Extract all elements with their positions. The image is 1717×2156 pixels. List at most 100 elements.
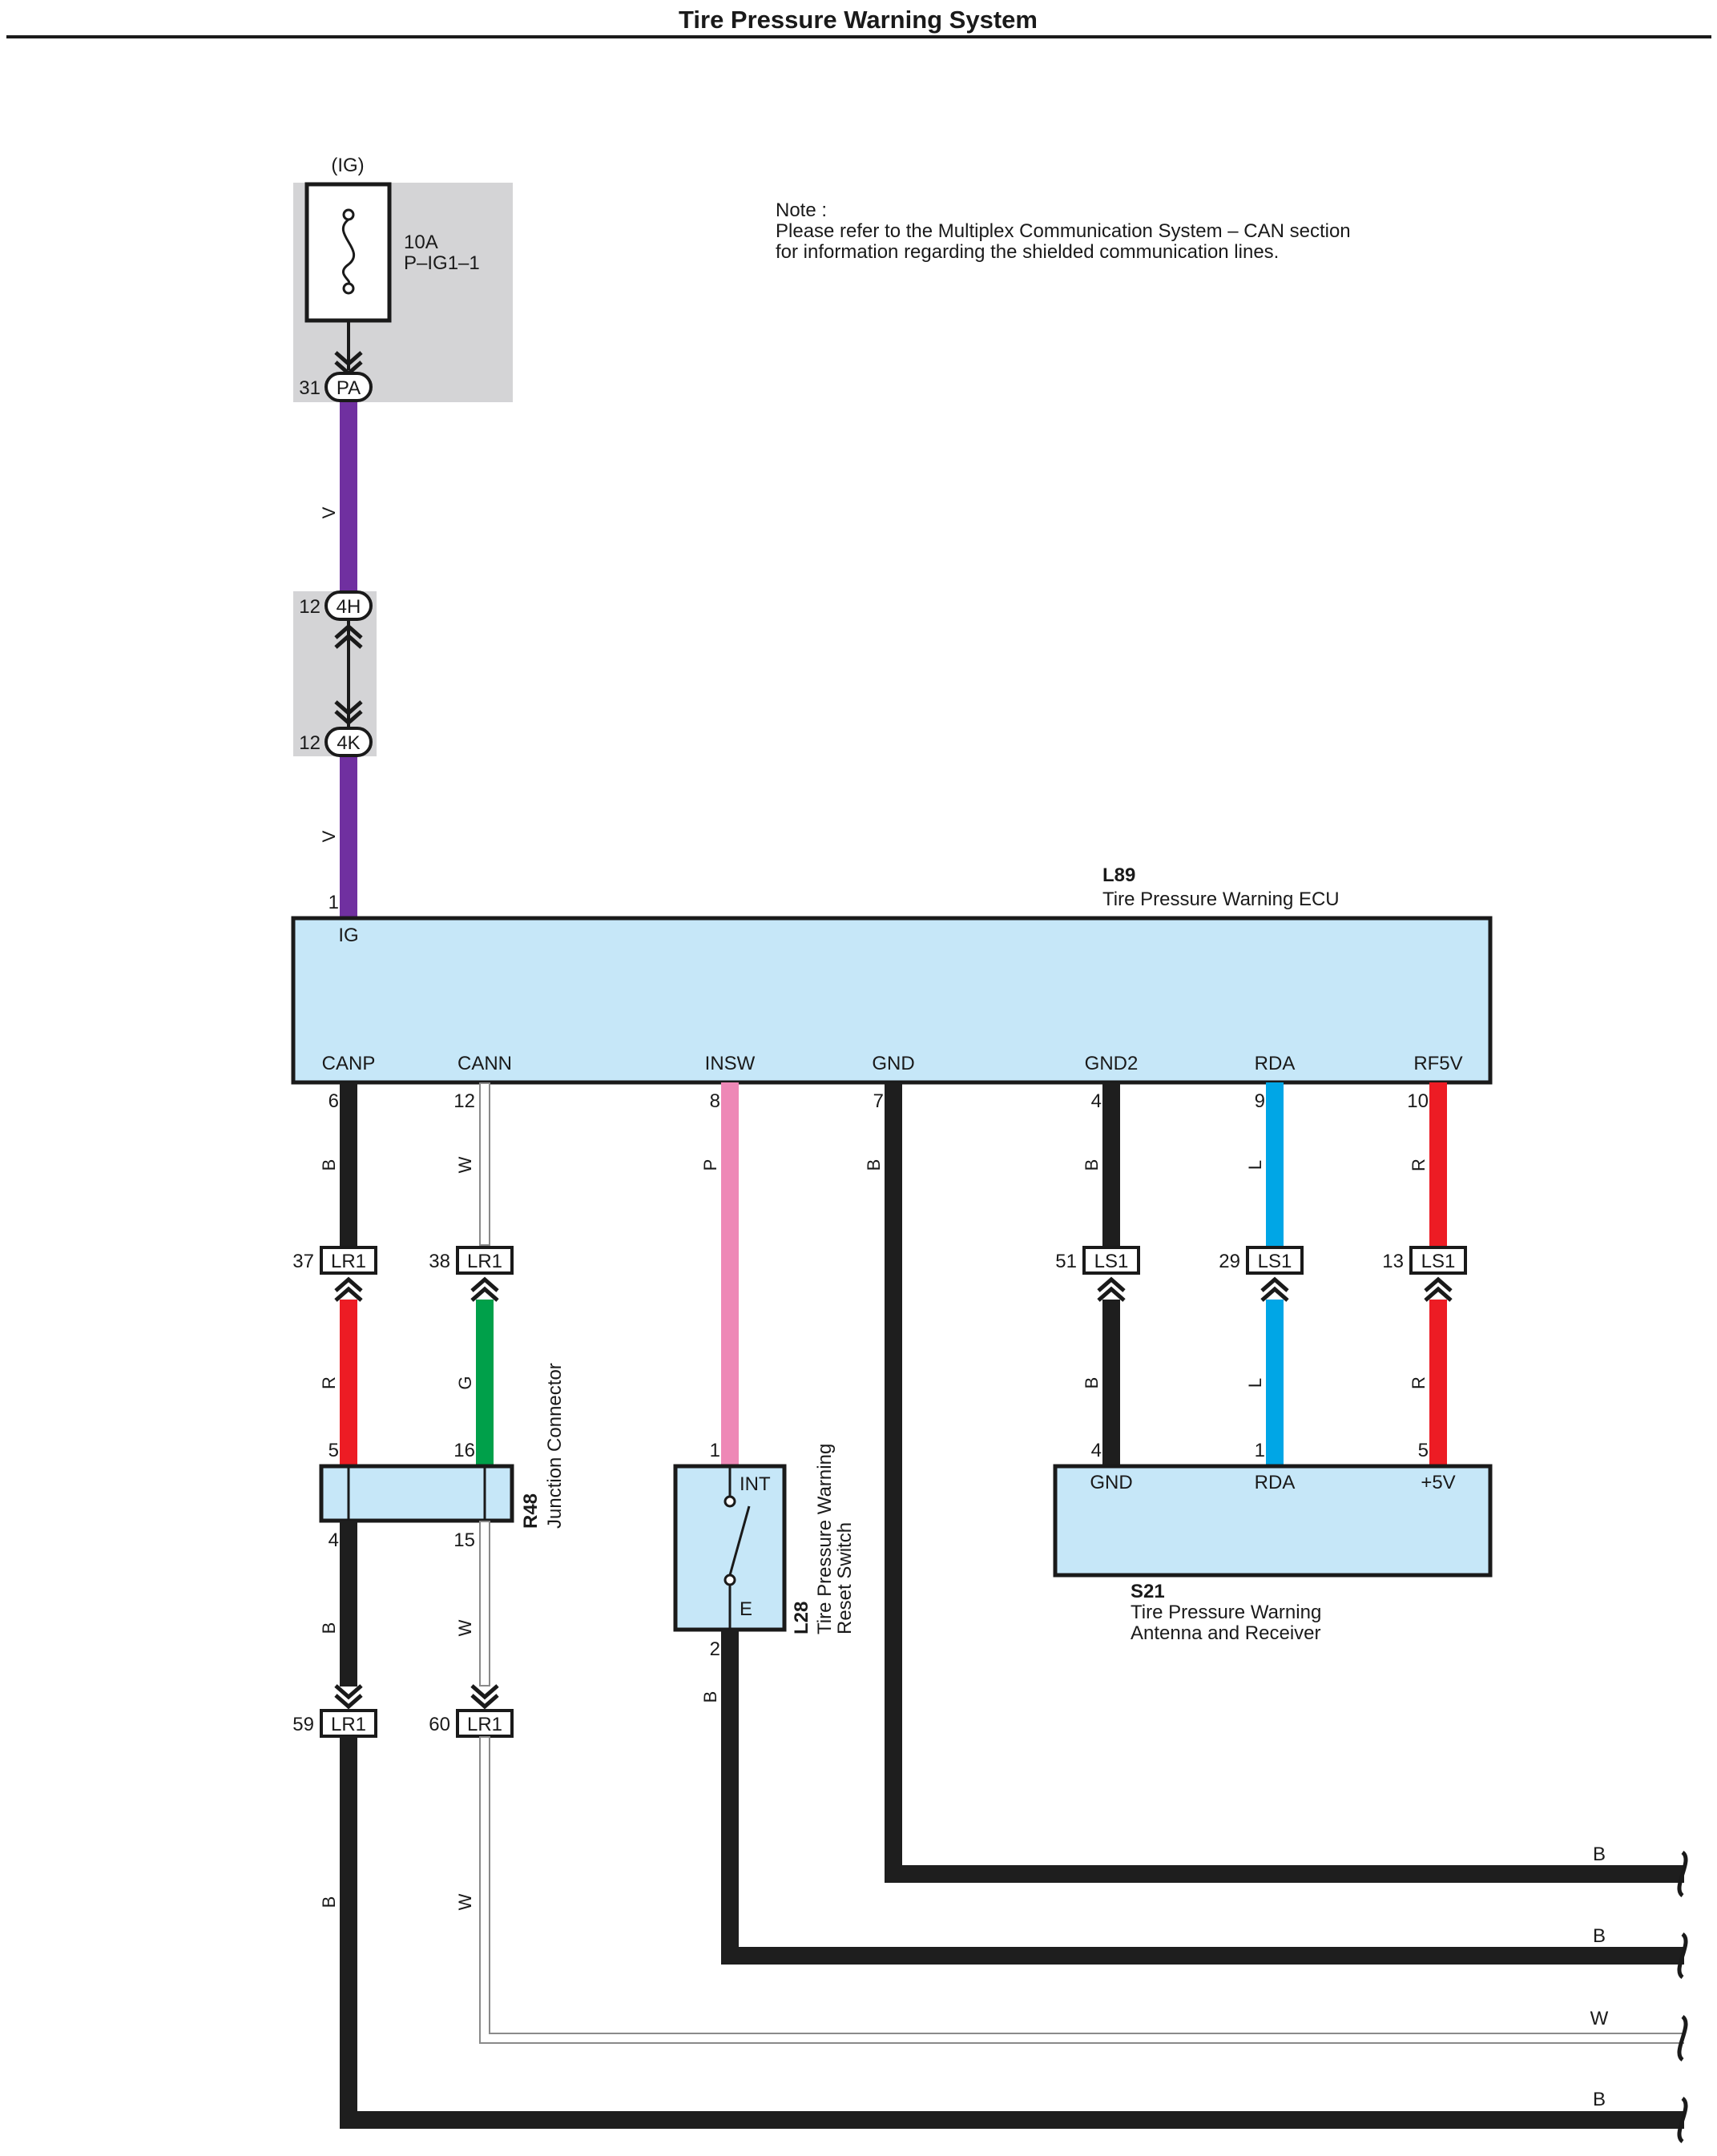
wire-break-icon-2 bbox=[1677, 1932, 1688, 1980]
receiver-pin-name-gnd: GND bbox=[1090, 1472, 1132, 1493]
connector-code: 4H bbox=[337, 596, 361, 618]
ecu-box bbox=[291, 916, 1493, 1085]
ls1-13-chevron-icon bbox=[1425, 1279, 1451, 1300]
lr1-60-chevron-icon bbox=[472, 1686, 498, 1707]
switch-contact-icon bbox=[728, 1505, 751, 1576]
wire-label: P bbox=[700, 1159, 720, 1171]
ecu-l89: L89 Tire Pressure Warning ECU 1 IG CANP … bbox=[291, 864, 1493, 1085]
ecu-pin-num-7: 7 bbox=[873, 1090, 884, 1112]
receiver-name-line-2: Antenna and Receiver bbox=[1131, 1622, 1321, 1644]
fuse-element-icon bbox=[341, 218, 356, 285]
switch-name-line-2: Reset Switch bbox=[834, 1522, 856, 1634]
wire-label: B bbox=[319, 1896, 339, 1908]
exit-label-2: B bbox=[1593, 1925, 1606, 1947]
wire-lr1-59-b bbox=[340, 1736, 1684, 2129]
connector-code: LS1 bbox=[1094, 1251, 1129, 1272]
exit-label-3: W bbox=[1590, 2008, 1609, 2029]
reset-switch-l28: INT E 1 2 L28 Tire Pressure Warning Rese… bbox=[673, 1440, 856, 1660]
fuse-box bbox=[304, 182, 392, 323]
ecu-ig-pin-name: IG bbox=[338, 925, 358, 946]
ecu-ig-pin-number: 1 bbox=[328, 892, 339, 913]
ecu-pin-num-12: 12 bbox=[453, 1090, 475, 1112]
wire-label: L bbox=[1245, 1378, 1265, 1388]
ecu-pin-canp: CANP bbox=[322, 1053, 376, 1074]
note-line-1: Please refer to the Multiplex Communicat… bbox=[776, 220, 1351, 242]
connector-pin: 37 bbox=[292, 1251, 314, 1272]
ecu-pin-num-4: 4 bbox=[1091, 1090, 1102, 1112]
wire-switch-e-b bbox=[721, 1630, 1684, 1965]
connector-pin: 12 bbox=[299, 732, 320, 754]
receiver-pin-num-1: 1 bbox=[1255, 1440, 1265, 1461]
note-heading: Note : bbox=[776, 199, 827, 221]
exit-label-4: B bbox=[1593, 2089, 1606, 2110]
ecu-pin-gnd2: GND2 bbox=[1085, 1053, 1139, 1074]
lr1-38-chevron-icon bbox=[472, 1279, 498, 1300]
connector-ls1-29: LS1 29 bbox=[1219, 1246, 1304, 1275]
receiver-s21: GND RDA +5V 4 1 5 S21 Tire Pressure Warn… bbox=[1053, 1440, 1493, 1644]
receiver-pin-name-5v: +5V bbox=[1421, 1472, 1455, 1493]
connector-4k: 4K 12 bbox=[299, 727, 373, 757]
wire-label: W bbox=[455, 1619, 475, 1636]
ecu-pin-num-9: 9 bbox=[1255, 1090, 1265, 1112]
connector-pin: 29 bbox=[1219, 1251, 1240, 1272]
receiver-pin-num-4: 4 bbox=[1091, 1440, 1102, 1461]
connector-code: LS1 bbox=[1258, 1251, 1292, 1272]
switch-pin-2: 2 bbox=[710, 1638, 720, 1660]
ls1-51-chevron-icon bbox=[1098, 1279, 1124, 1300]
ecu-pin-num-6: 6 bbox=[328, 1090, 339, 1112]
note-block: Note : Please refer to the Multiplex Com… bbox=[776, 199, 1351, 263]
wire-break-icon-3 bbox=[1677, 2014, 1688, 2062]
wire-label: V bbox=[319, 830, 339, 842]
junction-connector-r48: 5 16 4 15 R48 Junction Connector bbox=[319, 1363, 566, 1551]
connector-code: PA bbox=[337, 377, 361, 399]
connector-pin: 38 bbox=[429, 1251, 450, 1272]
wire-label: B bbox=[1082, 1377, 1102, 1389]
wire-label: W bbox=[455, 1893, 475, 1910]
lr1-59-chevron-icon bbox=[336, 1686, 361, 1707]
connector-lr1-38: LR1 38 bbox=[429, 1246, 514, 1275]
receiver-pin-num-5: 5 bbox=[1418, 1440, 1429, 1461]
connector-code: LR1 bbox=[467, 1251, 502, 1272]
junction-box bbox=[319, 1464, 514, 1523]
wire-label: W bbox=[455, 1156, 475, 1173]
connector-ls1-51: LS1 51 bbox=[1055, 1246, 1140, 1275]
lr1-37-chevron-icon bbox=[336, 1279, 361, 1300]
connector-code: LR1 bbox=[467, 1714, 502, 1735]
connector-pin: 13 bbox=[1382, 1251, 1404, 1272]
connector-code: LR1 bbox=[331, 1251, 366, 1272]
connector-pin: 59 bbox=[292, 1714, 314, 1735]
connector-pa: PA 31 bbox=[299, 372, 373, 402]
junction-pin-5: 5 bbox=[328, 1440, 339, 1461]
ls1-29-chevron-icon bbox=[1262, 1279, 1288, 1300]
junction-name: Junction Connector bbox=[544, 1363, 566, 1529]
ecu-pin-rda: RDA bbox=[1255, 1053, 1296, 1074]
wire-label: V bbox=[319, 506, 339, 518]
connector-lr1-37: LR1 37 bbox=[292, 1246, 377, 1275]
connector-pin: 51 bbox=[1055, 1251, 1077, 1272]
fuse-name: P–IG1–1 bbox=[404, 252, 480, 274]
fuse-amperage: 10A bbox=[404, 232, 438, 253]
wire-break-icon-1 bbox=[1677, 1850, 1688, 1898]
ecu-name: Tire Pressure Warning ECU bbox=[1102, 889, 1340, 910]
wire-label: B bbox=[319, 1622, 339, 1634]
switch-pin-1: 1 bbox=[710, 1440, 720, 1461]
wire-label: R bbox=[319, 1376, 339, 1389]
junction-pin-16: 16 bbox=[453, 1440, 475, 1461]
switch-code: L28 bbox=[791, 1602, 812, 1634]
wire-lr1-60-w bbox=[479, 1736, 1684, 2044]
ecu-pin-num-10: 10 bbox=[1407, 1090, 1429, 1112]
junction-code: R48 bbox=[520, 1493, 542, 1529]
connector-pin: 60 bbox=[429, 1714, 450, 1735]
ecu-pin-rf5v: RF5V bbox=[1413, 1053, 1462, 1074]
fuse-p-ig1-1: (IG) 10A P–IG1–1 bbox=[304, 155, 480, 323]
exit-label-1: B bbox=[1593, 1844, 1606, 1865]
ecu-pin-insw: INSW bbox=[705, 1053, 756, 1074]
junction-pin-15: 15 bbox=[453, 1529, 475, 1551]
connector-code: 4K bbox=[337, 732, 360, 754]
wire-label: L bbox=[1245, 1160, 1265, 1170]
connector-pin: 12 bbox=[299, 596, 320, 618]
wire-label: G bbox=[455, 1376, 475, 1389]
receiver-name-line-1: Tire Pressure Warning bbox=[1131, 1602, 1321, 1623]
connector-code: LS1 bbox=[1421, 1251, 1456, 1272]
